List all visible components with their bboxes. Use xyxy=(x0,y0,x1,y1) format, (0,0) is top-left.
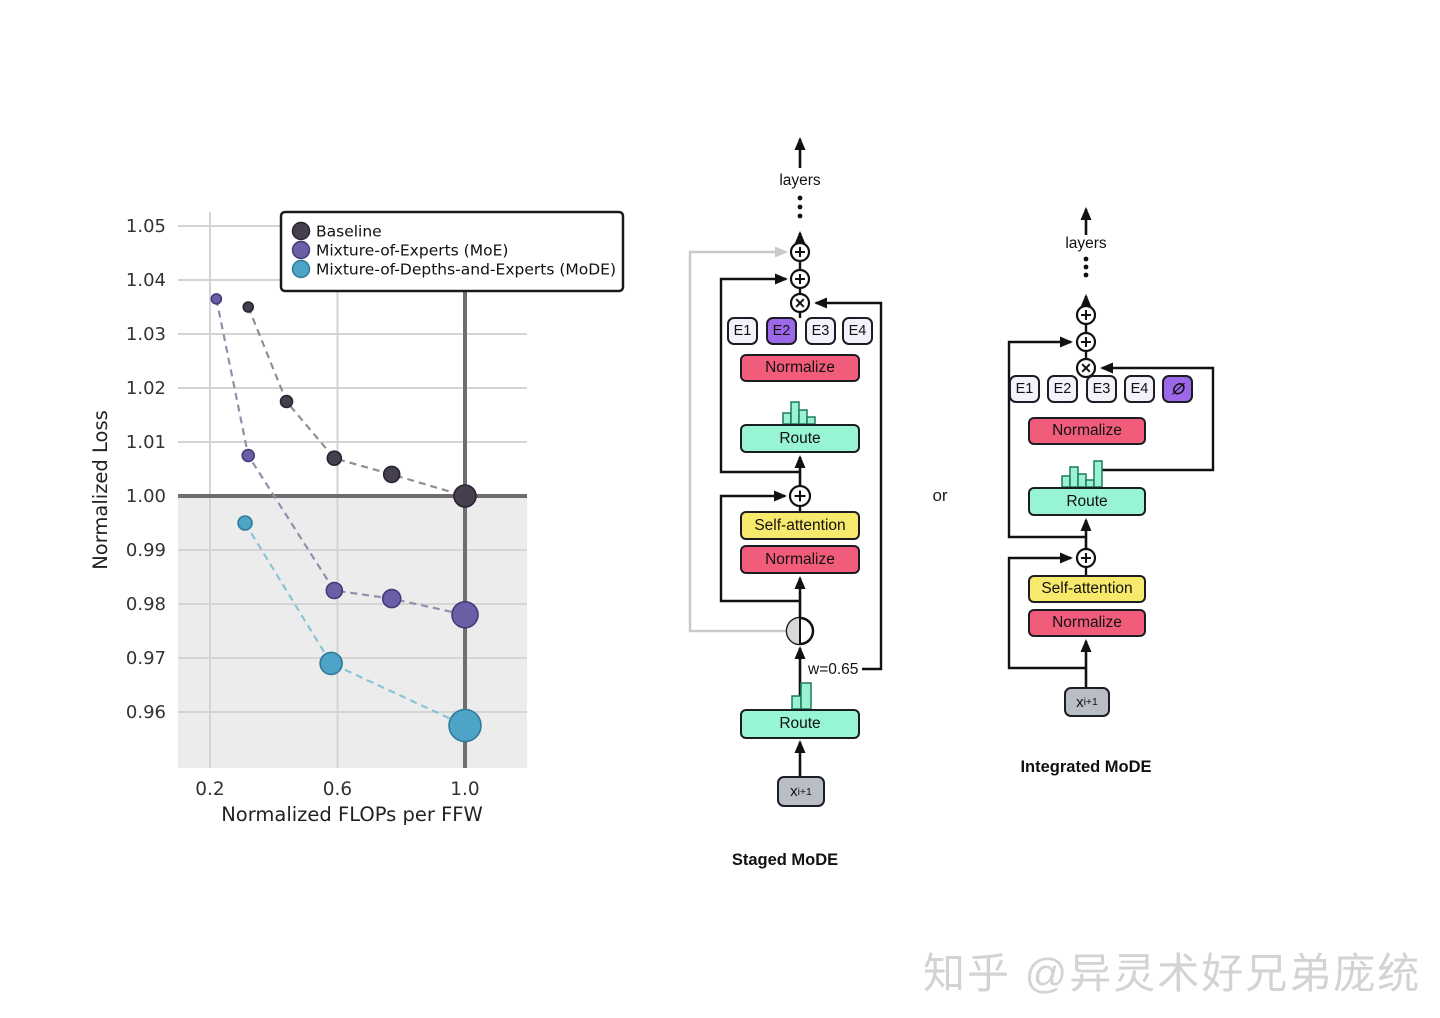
svg-text:Mixture-of-Depths-and-Experts: Mixture-of-Depths-and-Experts (MoDE) xyxy=(316,261,616,279)
svg-text:0.98: 0.98 xyxy=(126,594,166,615)
svg-text:0.6: 0.6 xyxy=(323,779,352,800)
staged-mode-connectors xyxy=(688,137,883,776)
router-weights-histogram xyxy=(782,401,816,425)
add-node xyxy=(1075,547,1097,569)
expert-box-e3: E3 xyxy=(1086,375,1117,403)
multiply-node xyxy=(1075,357,1097,379)
svg-text:0.96: 0.96 xyxy=(126,702,166,723)
ellipsis-dot xyxy=(1083,264,1089,270)
expert-box-e3: E3 xyxy=(805,317,836,345)
null-expert-box: ∅ xyxy=(1162,375,1193,403)
svg-text:1.03: 1.03 xyxy=(126,324,166,345)
svg-text:Normalized FLOPs per FFW: Normalized FLOPs per FFW xyxy=(221,803,483,826)
router-weight-label: w=0.65 xyxy=(808,661,859,678)
residual-skip-attention xyxy=(719,490,800,603)
ellipsis-dot xyxy=(797,195,803,201)
svg-text:1.05: 1.05 xyxy=(126,216,166,237)
route-box: Route xyxy=(740,424,860,453)
integrated-mode-connectors xyxy=(1007,207,1215,687)
router-weights-histogram xyxy=(1061,460,1103,488)
loss-vs-flops-chart: 1.05 1.04 1.03 1.02 1.01 1.00 0.99 0.98 0.97 0.96… xyxy=(89,210,625,826)
add-node xyxy=(1075,331,1097,353)
staged-mode-diagram: layers E1 E2 E3 E4 Normalize Route Self-… xyxy=(650,110,920,880)
layers-label: layers xyxy=(779,172,821,189)
expert-box-e2-selected: E2 xyxy=(766,317,797,345)
svg-text:0.2: 0.2 xyxy=(195,779,224,800)
self-attention-box: Self-attention xyxy=(1028,575,1146,603)
svg-text:1.04: 1.04 xyxy=(126,270,166,291)
add-node xyxy=(788,484,812,508)
integrated-mode-diagram: layers E1 E2 E3 E4 ∅ Normalize Route Sel… xyxy=(970,170,1250,800)
add-node xyxy=(1075,304,1097,326)
input-token-subscript: i+1 xyxy=(1083,696,1098,708)
multiply-node xyxy=(789,292,811,314)
input-token-subscript: i+1 xyxy=(797,785,812,798)
residual-skip-experts xyxy=(1007,336,1086,539)
expert-box-e2: E2 xyxy=(1047,375,1078,403)
route-box: Route xyxy=(1028,487,1146,516)
normalize-box: Normalize xyxy=(740,545,860,574)
ellipsis-dot xyxy=(797,204,803,210)
layers-label: layers xyxy=(1065,235,1107,252)
staged-mode-title: Staged MoDE xyxy=(731,851,839,869)
ellipsis-dot xyxy=(1083,256,1089,262)
ellipsis-dot xyxy=(797,213,803,219)
input-token-base: x xyxy=(1076,693,1084,711)
integrated-mode-title: Integrated MoDE xyxy=(1020,758,1152,776)
svg-text:Baseline: Baseline xyxy=(316,223,382,241)
normalize-box: Normalize xyxy=(1028,417,1146,445)
svg-text:1.0: 1.0 xyxy=(450,779,479,800)
svg-text:0.99: 0.99 xyxy=(126,540,166,561)
svg-text:1.02: 1.02 xyxy=(126,378,166,399)
svg-text:1.01: 1.01 xyxy=(126,432,166,453)
watermark-text: 知乎 @异灵术好兄弟庞统 xyxy=(923,950,1422,997)
svg-text:Normalized Loss: Normalized Loss xyxy=(89,410,112,570)
expert-box-e4: E4 xyxy=(842,317,873,345)
router-weights-histogram xyxy=(791,682,812,710)
expert-box-e1: E1 xyxy=(727,317,758,345)
router-weight-path xyxy=(814,297,883,671)
or-label: or xyxy=(932,486,948,505)
input-token-base: x xyxy=(790,783,798,800)
router-weight-path xyxy=(1100,362,1215,472)
routing-decision-node xyxy=(785,616,815,646)
residual-skip-experts xyxy=(719,273,800,474)
add-node xyxy=(789,241,811,263)
route-box: Route xyxy=(740,709,860,739)
ellipsis-dot xyxy=(1083,272,1089,278)
self-attention-box: Self-attention xyxy=(740,511,860,540)
token-skip-path-gray xyxy=(688,246,788,633)
svg-text:Mixture-of-Experts (MoE): Mixture-of-Experts (MoE) xyxy=(316,242,508,260)
normalize-box: Normalize xyxy=(1028,609,1146,637)
normalize-box: Normalize xyxy=(740,354,860,382)
svg-text:1.00: 1.00 xyxy=(126,486,166,507)
residual-skip-attention xyxy=(1007,552,1086,670)
expert-box-e1: E1 xyxy=(1009,375,1040,403)
expert-box-e4: E4 xyxy=(1124,375,1155,403)
svg-text:0.97: 0.97 xyxy=(126,648,166,669)
add-node xyxy=(789,268,811,290)
